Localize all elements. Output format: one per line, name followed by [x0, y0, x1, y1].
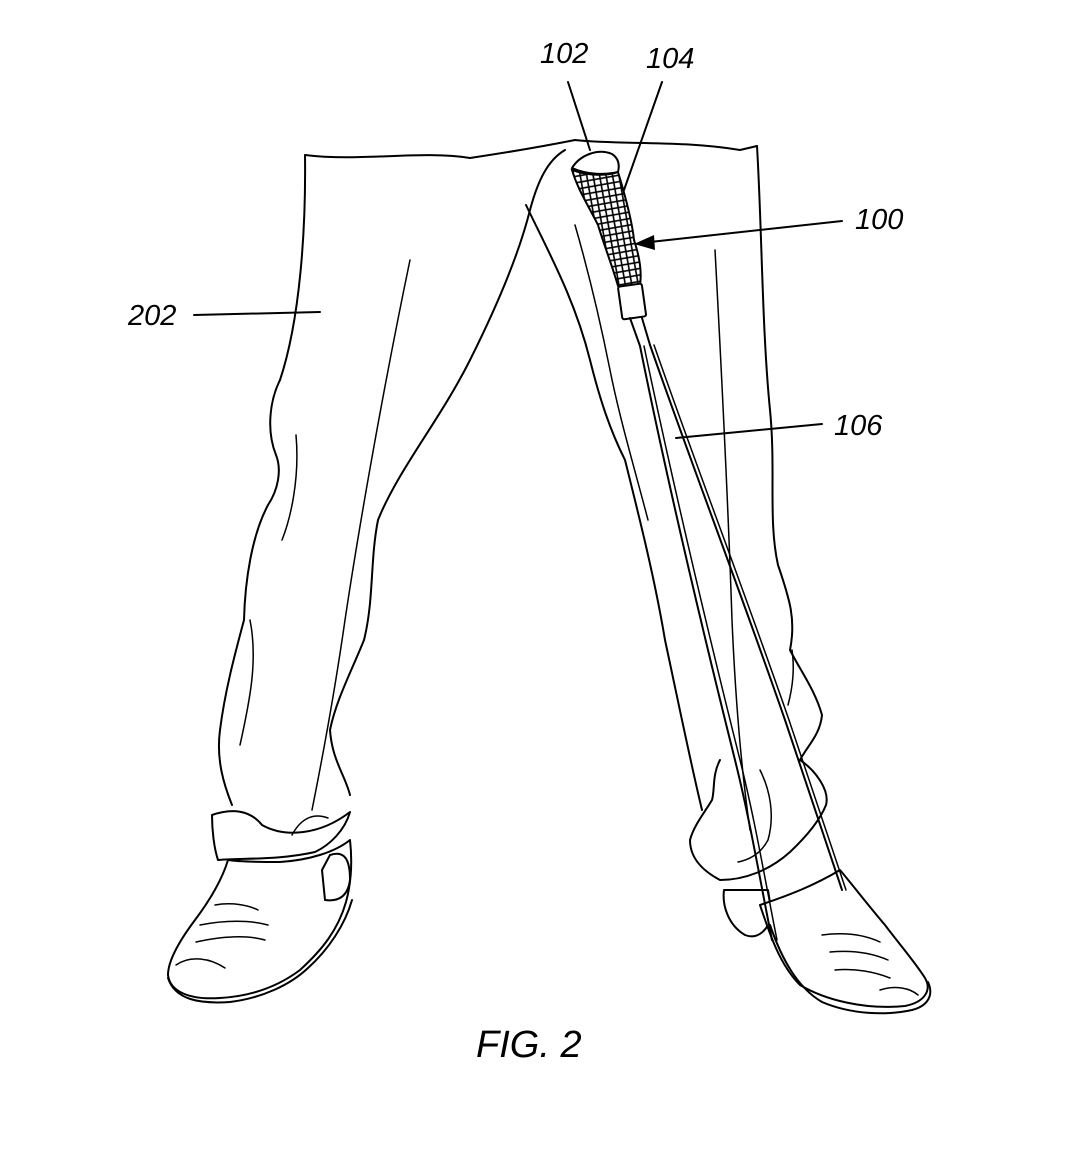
leader-100 — [649, 220, 843, 243]
leader-lines — [193, 81, 843, 439]
ref-106: 106 — [834, 410, 883, 442]
right-leg-inner-2 — [574, 224, 649, 521]
left-shoe-stitch-2 — [195, 936, 266, 943]
right-shoe-stitch-1 — [821, 933, 881, 943]
right-shoe-upper — [759, 869, 929, 1008]
left-shoe-heel — [321, 852, 351, 902]
right-shoe-stitch-3 — [834, 968, 891, 979]
waistband-line — [304, 139, 758, 159]
right-shoe — [722, 869, 932, 1015]
left-shoe-stitch-1 — [199, 920, 269, 926]
leader-102 — [567, 81, 591, 151]
cord-left — [639, 345, 773, 941]
right-leg-inner — [525, 204, 703, 811]
ref-102: 102 — [540, 38, 588, 70]
grip-mesh-sleeve — [570, 168, 642, 290]
ref-202: 202 — [127, 300, 176, 332]
left-shoe-stitch-3 — [214, 903, 259, 911]
left-shoe-upper — [167, 839, 353, 1000]
cord-right — [649, 344, 843, 891]
left-leg-outer — [217, 154, 307, 806]
shaft — [629, 317, 651, 347]
left-leg-inner — [329, 149, 566, 796]
arrow-100-head — [634, 235, 655, 250]
ref-104: 104 — [646, 43, 694, 75]
left-cuff-fold — [291, 815, 329, 836]
left-leg-crease — [311, 259, 411, 811]
cord-left-2 — [643, 345, 778, 941]
left-cuff — [211, 810, 351, 861]
cord-right-2 — [653, 344, 847, 891]
leader-106 — [675, 423, 823, 439]
trousers — [211, 139, 828, 881]
figure-caption: FIG. 2 — [476, 1024, 582, 1066]
left-shoe-toe — [175, 958, 226, 969]
left-leg-fold — [281, 434, 298, 541]
left-leg-fold-2 — [239, 619, 254, 746]
leader-202 — [193, 311, 321, 316]
right-leg-fold-2 — [737, 769, 773, 863]
ref-100: 100 — [855, 204, 903, 236]
left-shoe — [167, 839, 353, 1004]
device — [570, 150, 847, 941]
right-shoe-toe — [879, 986, 919, 996]
right-leg-fold — [787, 649, 794, 706]
leader-104 — [623, 81, 663, 191]
right-leg-crease — [714, 249, 751, 831]
grip-end — [571, 150, 620, 175]
grip-ferrule — [617, 282, 647, 321]
left-shoe-sole — [167, 899, 353, 1004]
right-shoe-sole — [769, 924, 932, 1015]
right-shoe-stitch-2 — [829, 950, 889, 961]
